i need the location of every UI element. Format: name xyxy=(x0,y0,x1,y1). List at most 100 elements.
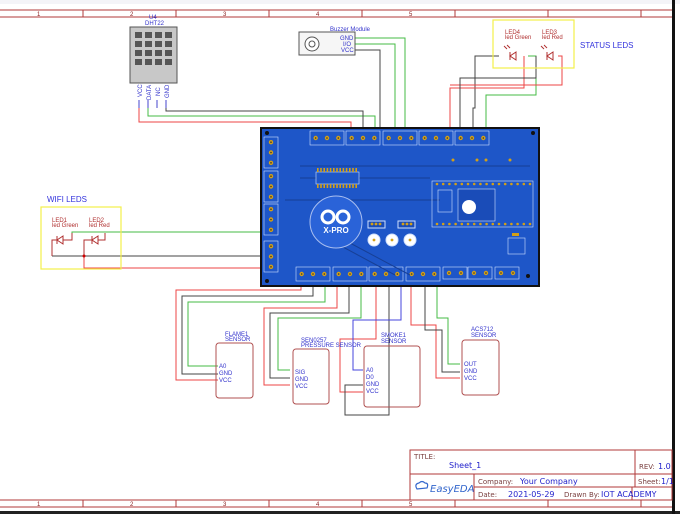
pressure-pin: VCC xyxy=(295,384,308,390)
bottom-header-small xyxy=(494,266,520,280)
acs712-pin: OUT xyxy=(464,362,477,368)
wifi-leds-group[interactable]: WIFI LEDS LED1 led Green LED2 led Red xyxy=(40,195,122,270)
acs712-name: SENSOR xyxy=(471,333,497,339)
top-strip xyxy=(0,0,680,4)
bottom-header xyxy=(368,266,404,282)
top-header xyxy=(345,130,381,146)
company-value: Your Company xyxy=(519,477,578,486)
buzzer-pin-io: I/O xyxy=(343,42,351,48)
led3-ref: LED3 xyxy=(542,30,558,36)
smoke-pin: VCC xyxy=(366,389,379,395)
title-value: Sheet_1 xyxy=(449,461,481,470)
junction-dot xyxy=(82,254,86,258)
led4-diode-icon xyxy=(503,44,517,61)
smoke-pin: D0 xyxy=(366,375,374,381)
col-number: 4 xyxy=(316,502,320,508)
date-value: 2021-05-29 xyxy=(508,490,555,499)
smoke-pin: A0 xyxy=(366,368,374,374)
rev-value: 1.0 xyxy=(658,462,671,471)
buzzer-speaker-inner-icon xyxy=(308,40,316,48)
xpro-logo: X-PRO xyxy=(309,195,363,249)
easyeda-logo-text: EasyEDA xyxy=(430,484,475,495)
flame-pin: VCC xyxy=(219,378,232,384)
rev-label: REV: xyxy=(639,463,655,471)
bottom-header xyxy=(332,266,368,282)
led1-ref: LED1 xyxy=(52,218,68,224)
acs712-body xyxy=(461,339,500,396)
bottom-header-small xyxy=(442,266,468,280)
easyeda-logo: EasyEDA xyxy=(415,480,475,495)
drawn-label: Drawn By: xyxy=(564,491,600,499)
top-header xyxy=(309,130,345,146)
esp-module xyxy=(431,180,534,228)
left-header xyxy=(263,203,279,236)
pressure-pin: SIG xyxy=(295,370,306,376)
led4-ref: LED4 xyxy=(505,30,521,36)
left-header xyxy=(263,170,279,203)
left-header xyxy=(263,136,279,169)
buzzer-module[interactable]: Buzzer Module GND I/O VCC xyxy=(298,27,371,56)
sheet-value: 1/1 xyxy=(661,477,674,486)
acs712-ref: ACS712 xyxy=(471,327,494,333)
led2-diode-icon xyxy=(83,233,106,256)
smoke-ref: SMOKE1 xyxy=(381,333,407,339)
left-headers xyxy=(263,136,279,273)
col-number: 4 xyxy=(316,12,320,18)
ic-u8 xyxy=(315,168,360,188)
top-header xyxy=(382,130,418,146)
dht22-pin-vcc: VCC xyxy=(138,84,144,97)
flame-pin: A0 xyxy=(219,364,227,370)
top-header xyxy=(418,130,454,146)
col-number: 3 xyxy=(223,502,227,508)
led4-value: led Green xyxy=(505,35,531,41)
dht22-ref: U4 xyxy=(149,15,157,21)
power-jack-pad xyxy=(512,233,519,236)
smoke-sensor[interactable]: SMOKE1 SENSOR A0 D0 GND VCC xyxy=(363,333,421,408)
bottom-header xyxy=(405,266,441,282)
dht22-sensor[interactable]: U4 DHT22 VCC DATA NC GND xyxy=(129,15,178,108)
frame-bottom-band: 1 2 3 4 5 xyxy=(0,499,680,514)
buzzer-pin-gnd: GND xyxy=(340,36,354,42)
company-label: Company: xyxy=(478,478,513,486)
pressure-name: PRESSURE SENSOR xyxy=(301,343,362,349)
buzzer-speaker-icon xyxy=(304,36,320,52)
dht22-pin-nc: NC xyxy=(156,87,162,96)
xpro-board[interactable]: X-PRO xyxy=(260,127,540,287)
wires xyxy=(52,37,563,416)
bottom-header-small xyxy=(467,266,493,280)
flame-sensor[interactable]: FLAME1 SENSOR A0 GND VCC xyxy=(215,332,254,399)
acs712-pin: VCC xyxy=(464,376,477,382)
led2-value: led Red xyxy=(89,223,110,229)
wifi-leds-highlight xyxy=(40,206,122,270)
col-number: 2 xyxy=(130,12,134,18)
pressure-sensor[interactable]: SEN0257 PRESSURE SENSOR SIG GND VCC xyxy=(292,338,362,405)
bottom-header xyxy=(295,266,331,282)
date-label: Date: xyxy=(478,491,497,499)
sheet-label: Sheet: xyxy=(638,478,661,486)
left-header xyxy=(263,240,279,273)
status-leds-title: STATUS LEDS xyxy=(580,41,634,50)
bottom-edge xyxy=(0,511,680,514)
pressure-pin: GND xyxy=(295,377,309,383)
col-number: 1 xyxy=(37,502,41,508)
col-number: 3 xyxy=(223,12,227,18)
title-label: TITLE: xyxy=(413,453,435,461)
acs712-sensor[interactable]: ACS712 SENSOR OUT GND VCC xyxy=(461,327,500,396)
led2-ref: LED2 xyxy=(89,218,105,224)
status-leds-highlight xyxy=(492,19,575,69)
col-number: 5 xyxy=(409,12,413,18)
misc-pads xyxy=(370,158,512,242)
col-number: 2 xyxy=(130,502,134,508)
mount-hole xyxy=(526,274,530,278)
frame-top-band: 1 2 3 4 5 xyxy=(0,9,672,18)
flame-body xyxy=(215,342,254,399)
mount-hole xyxy=(531,131,535,135)
title-block-frame xyxy=(409,449,673,501)
col-number: 1 xyxy=(37,12,41,18)
smoke-body xyxy=(363,345,421,408)
status-leds-group[interactable]: LED4 led Green LED3 led Red STATUS LEDS xyxy=(492,19,634,69)
dht22-grille xyxy=(135,32,172,65)
espressif-logo-icon xyxy=(462,200,476,214)
right-edge xyxy=(672,0,675,514)
